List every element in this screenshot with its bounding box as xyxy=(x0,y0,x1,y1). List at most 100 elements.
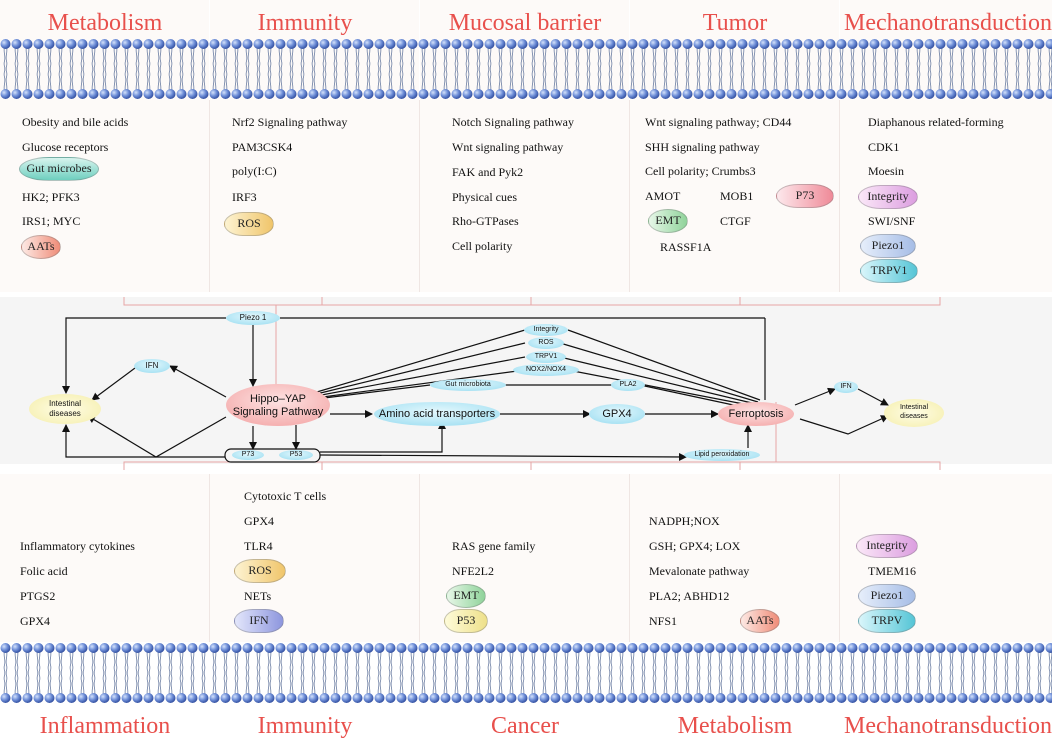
bot-immun-item-0: Cytotoxic T cells xyxy=(244,489,327,503)
pla2-shape xyxy=(611,379,645,391)
bottom-panel-metabolism xyxy=(630,474,839,642)
bottom-heading-metabolism: Metabolism xyxy=(677,713,793,739)
ifn-right-shape xyxy=(834,381,858,393)
intestinal-right-line-1: Intestinal xyxy=(899,404,929,411)
top-tumor-item-0: Wnt signaling pathway; CD44 xyxy=(645,115,792,129)
gpx4-node: GPX4 xyxy=(602,408,632,420)
top-membrane xyxy=(0,38,1052,100)
badge-piezo1-bottom: Piezo1 xyxy=(858,584,916,608)
top-metab-item-1: Glucose receptors xyxy=(22,140,109,154)
amino-node: Amino acid transporters xyxy=(378,408,496,420)
bot-metab-item-0: NADPH;NOX xyxy=(649,514,720,528)
pla2-node: PLA2 xyxy=(619,381,637,388)
ifn-left-node: IFN xyxy=(145,361,159,370)
piezo-node: Piezo 1 xyxy=(239,313,267,322)
top-tumor-item-5: CTGF xyxy=(720,214,751,228)
intestinal-right-shape xyxy=(884,399,944,427)
top-mucosal-item-2: FAK and Pyk2 xyxy=(452,165,524,179)
top-tumor-item-4: MOB1 xyxy=(720,189,754,203)
top-mechano-item-0: Diaphanous related-forming xyxy=(868,115,1004,129)
badge-trpv1-top: TRPV1 xyxy=(860,259,918,283)
top-heading-mucosal: Mucosal barrier xyxy=(448,10,602,36)
intestinal-left-shape xyxy=(29,394,101,424)
bottom-membrane xyxy=(0,642,1052,704)
bottom-divider-1 xyxy=(209,474,210,642)
bot-metab-item-1: GSH; GPX4; LOX xyxy=(649,539,741,553)
intestinal-right-line-2: diseases xyxy=(900,413,928,420)
top-tumor-item-3: AMOT xyxy=(645,189,681,203)
amino-shape xyxy=(374,402,500,426)
badge-ros-top: ROS xyxy=(224,212,274,236)
bot-cancer-item-1: NFE2L2 xyxy=(452,564,494,578)
badge-integrity-bottom: Integrity xyxy=(856,534,918,558)
bottom-divider-4 xyxy=(839,474,840,642)
top-heading-tumor: Tumor xyxy=(702,10,768,36)
gpx4-shape xyxy=(589,404,645,424)
ifn-left-shape xyxy=(134,359,170,373)
badge-ifn-bottom: IFN xyxy=(234,609,284,633)
fan-ros-shape xyxy=(528,337,564,349)
badge-p53-bottom: P53 xyxy=(444,609,488,633)
bot-metab-item-4: NFS1 xyxy=(649,614,678,628)
p53-shape xyxy=(279,450,313,460)
hippo-line-2: Signaling Pathway xyxy=(232,406,324,418)
bot-immun-item-2: TLR4 xyxy=(244,539,273,553)
bottom-heading-cancer: Cancer xyxy=(491,713,559,739)
bottom-heading-inflammation: Inflammation xyxy=(39,713,171,739)
badge-emt-top: EMT xyxy=(648,209,688,233)
top-mechano-item-1: CDK1 xyxy=(868,140,900,154)
badge-p73-top: P73 xyxy=(776,184,834,208)
fan-node-ros: ROS xyxy=(538,339,554,346)
bottom-heading-immunity: Immunity xyxy=(257,713,353,739)
top-heading-mechano: Mechanotransduction xyxy=(844,10,1052,36)
bot-inflam-item-1: Folic acid xyxy=(20,564,68,578)
top-immun-item-3: IRF3 xyxy=(232,190,257,204)
top-mucosal-item-0: Notch Signaling pathway xyxy=(452,115,574,129)
bot-inflam-item-0: Inflammatory cytokines xyxy=(20,539,135,553)
ifn-right-node: IFN xyxy=(840,383,852,390)
pathway-panel xyxy=(0,297,1052,464)
badge-gut-microbes: Gut microbes xyxy=(19,157,99,181)
badge-trpv-bottom: TRPV xyxy=(858,609,916,633)
hippo-shape xyxy=(226,384,330,426)
gut-node: Gut microbiota xyxy=(445,381,491,388)
p73-node: P73 xyxy=(241,451,255,458)
bot-immun-item-1: GPX4 xyxy=(244,514,275,528)
hippo-line-1: Hippo–YAP xyxy=(249,393,307,405)
top-immun-item-2: poly(I:C) xyxy=(232,164,277,178)
top-tumor-item-6: RASSF1A xyxy=(660,240,712,254)
badge-emt-bottom: EMT xyxy=(446,584,486,608)
top-mechano-item-2: Moesin xyxy=(868,164,904,178)
badge-ros-bottom: ROS xyxy=(234,559,286,583)
top-divider-3 xyxy=(629,100,630,292)
bottom-panel-inflammation xyxy=(0,474,209,642)
top-heading-immunity: Immunity xyxy=(257,10,353,36)
p73-p53-box xyxy=(224,448,321,463)
top-metab-item-0: Obesity and bile acids xyxy=(22,115,129,129)
fan-nox-shape xyxy=(513,364,579,376)
badge-integrity-top: Integrity xyxy=(858,185,918,209)
fan-node-trpv1: TRPV1 xyxy=(534,353,558,360)
badge-aats-bottom: AATs xyxy=(740,609,780,633)
top-metab-item-3: IRS1; MYC xyxy=(22,214,81,228)
fan-node-integrity: Integrity xyxy=(533,326,559,333)
bot-immun-item-3: NETs xyxy=(244,589,272,603)
top-immun-item-1: PAM3CSK4 xyxy=(232,140,293,154)
top-mucosal-item-5: Cell polarity xyxy=(452,239,513,253)
badge-piezo1-top: Piezo1 xyxy=(860,234,916,258)
top-metab-item-2: HK2; PFK3 xyxy=(22,190,80,204)
top-tumor-item-1: SHH signaling pathway xyxy=(645,140,760,154)
top-mucosal-item-3: Physical cues xyxy=(452,190,517,204)
top-mucosal-item-1: Wnt signaling pathway xyxy=(452,140,564,154)
gut-shape xyxy=(430,379,506,391)
top-divider-2 xyxy=(419,100,420,292)
fan-integrity-shape xyxy=(524,324,568,336)
ferroptosis-shape xyxy=(718,402,794,426)
fan-trpv1-shape xyxy=(526,351,566,363)
top-divider-1 xyxy=(209,100,210,292)
lipid-node: Lipid peroxidation xyxy=(694,451,750,458)
pathway-diagram xyxy=(29,297,944,470)
bottom-divider-2 xyxy=(419,474,420,642)
intestinal-left-line-2: diseases xyxy=(49,409,81,418)
top-immun-item-0: Nrf2 Signaling pathway xyxy=(232,115,348,129)
